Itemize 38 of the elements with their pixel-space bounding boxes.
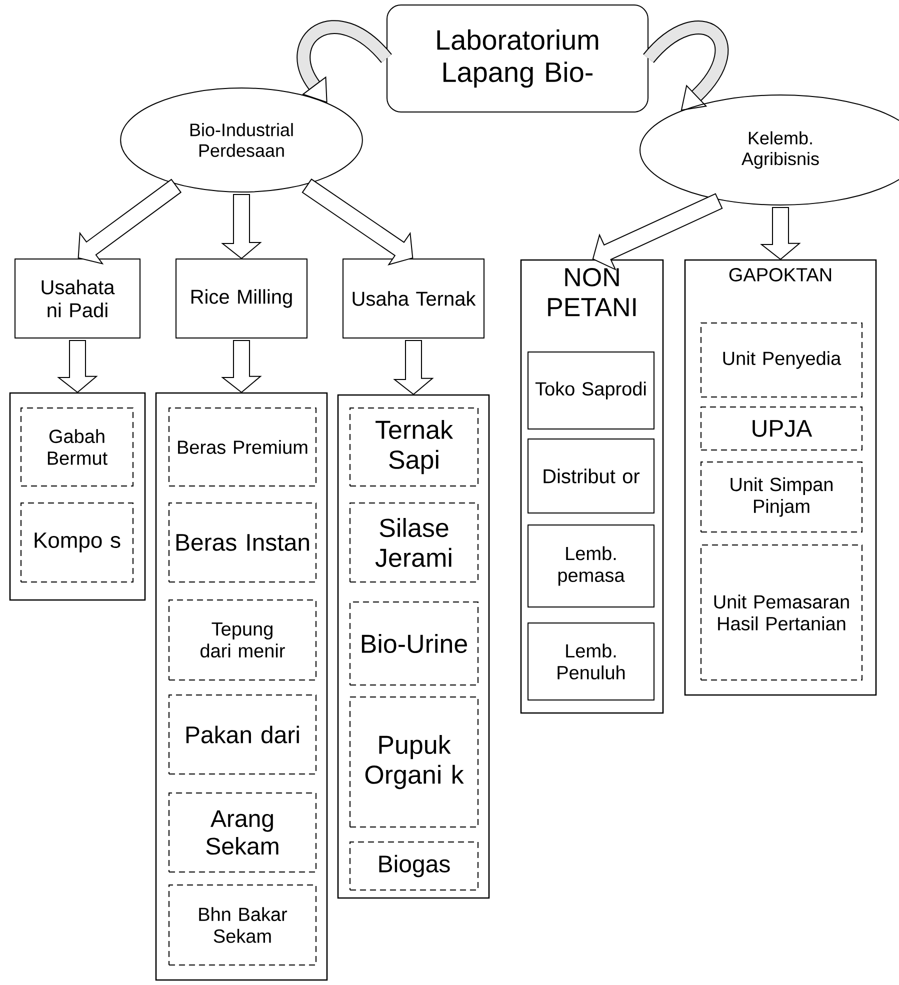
block-arrow: [393, 340, 434, 395]
dashed-box: Arang Sekam: [168, 792, 316, 872]
process-box: Usahata ni Padi: [14, 258, 140, 338]
block-arrow: [221, 340, 262, 393]
block-arrow: [760, 207, 801, 260]
dashed-box: Kompo s: [20, 502, 134, 582]
process-box: Lemb. Penuluh: [528, 622, 654, 700]
group-box: [337, 394, 490, 899]
dashed-box: Beras Instan: [168, 502, 316, 582]
dashed-box: Tepung dari menir: [168, 600, 316, 680]
group-box: [9, 392, 146, 601]
dashed-box: UPJA: [700, 406, 862, 450]
process-box: Rice Milling: [176, 258, 308, 338]
dashed-box: Pupuk Organi k: [350, 696, 478, 828]
dashed-box: Gabah Bermut: [20, 408, 134, 486]
dashed-box: Unit Simpan Pinjam: [700, 462, 862, 532]
ellipse-node: Bio-Industrial Perdesaan: [120, 88, 363, 192]
dashed-box: Ternak Sapi: [350, 408, 478, 486]
dashed-box: Bhn Bakar Sekam: [168, 884, 316, 966]
block-arrow: [221, 194, 262, 260]
rounded-box: Laboratorium Lapang Bio-: [386, 4, 648, 112]
curved-arrow: [643, 20, 728, 111]
group-box: [155, 392, 328, 981]
process-box: Toko Saprodi: [528, 352, 654, 430]
process-box: Usaha Ternak: [342, 258, 484, 338]
block-arrow: [592, 193, 723, 271]
block-arrow: [57, 340, 98, 393]
block-arrow: [302, 178, 414, 266]
dashed-box: Unit Penyedia: [700, 322, 862, 398]
process-box: Distribut or: [528, 438, 654, 514]
dashed-box: Beras Premium: [168, 408, 316, 486]
dashed-box: Silase Jerami: [350, 502, 478, 582]
dashed-box: Pakan dari: [168, 694, 316, 774]
dashed-box: Biogas: [350, 842, 478, 890]
curved-arrow: [296, 20, 392, 103]
dashed-box: Unit Pemasaran Hasil Pertanian: [700, 544, 862, 680]
process-box: Lemb. pemasa: [528, 524, 654, 608]
dashed-box: Bio-Urine: [350, 602, 478, 686]
